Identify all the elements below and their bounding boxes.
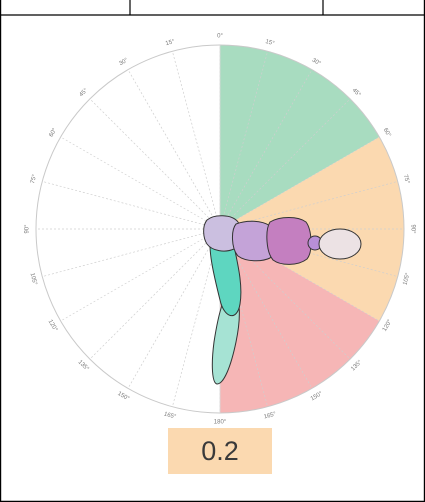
angle-spoke (42, 228, 221, 277)
angle-spoke (219, 98, 351, 230)
angle-spoke (219, 51, 268, 230)
angle-label: 165° (263, 411, 277, 420)
angle-label: 135° (77, 359, 90, 372)
angle-spoke (172, 51, 221, 230)
angle-label: 75° (30, 173, 38, 184)
angle-label: 135° (350, 359, 363, 372)
value-display: 0.2 (168, 428, 272, 474)
angle-spoke (219, 181, 398, 230)
angle-label: 90° (409, 224, 415, 234)
angle-label: 90° (25, 224, 31, 234)
upper-arm-segment (232, 220, 275, 262)
angle-label: 30° (118, 57, 129, 67)
angle-spoke (219, 228, 268, 407)
angle-spokes (36, 45, 404, 413)
angle-label: 150° (310, 391, 324, 403)
angle-spoke (89, 98, 221, 230)
angle-label: 105° (29, 272, 38, 286)
angle-spoke (219, 228, 313, 389)
sector-back-right (220, 229, 380, 413)
angle-label: 165° (163, 411, 177, 420)
angle-label: 105° (402, 272, 411, 286)
angle-spoke (89, 228, 221, 360)
angle-spoke (219, 136, 380, 230)
angle-label: 0° (217, 34, 223, 40)
angle-label: 150° (116, 391, 130, 403)
angle-spoke (172, 228, 221, 407)
angle-label: 120° (47, 319, 59, 333)
angle-spoke (127, 228, 221, 389)
angle-spoke (219, 228, 380, 322)
angle-spoke (219, 228, 351, 360)
angle-label: 45° (351, 88, 362, 99)
hand-segment (318, 228, 362, 260)
angle-label: 75° (402, 174, 410, 185)
angle-label: 180° (214, 420, 227, 426)
angle-spoke (60, 136, 221, 230)
angle-label: 60° (382, 127, 392, 138)
sector-front-right (220, 45, 380, 229)
angle-spoke (60, 228, 221, 322)
angle-label: 30° (311, 57, 322, 67)
angle-label: 15° (165, 39, 176, 47)
value-text: 0.2 (201, 435, 239, 466)
angle-label: 120° (382, 318, 394, 332)
body-figure (203, 215, 362, 385)
angle-spoke (42, 181, 221, 230)
angle-label: 15° (265, 39, 276, 47)
angle-label: 60° (48, 127, 58, 138)
angle-label: 45° (79, 87, 90, 98)
angle-spoke (219, 69, 313, 230)
forearm-segment (266, 217, 312, 265)
angle-spoke (127, 69, 221, 230)
